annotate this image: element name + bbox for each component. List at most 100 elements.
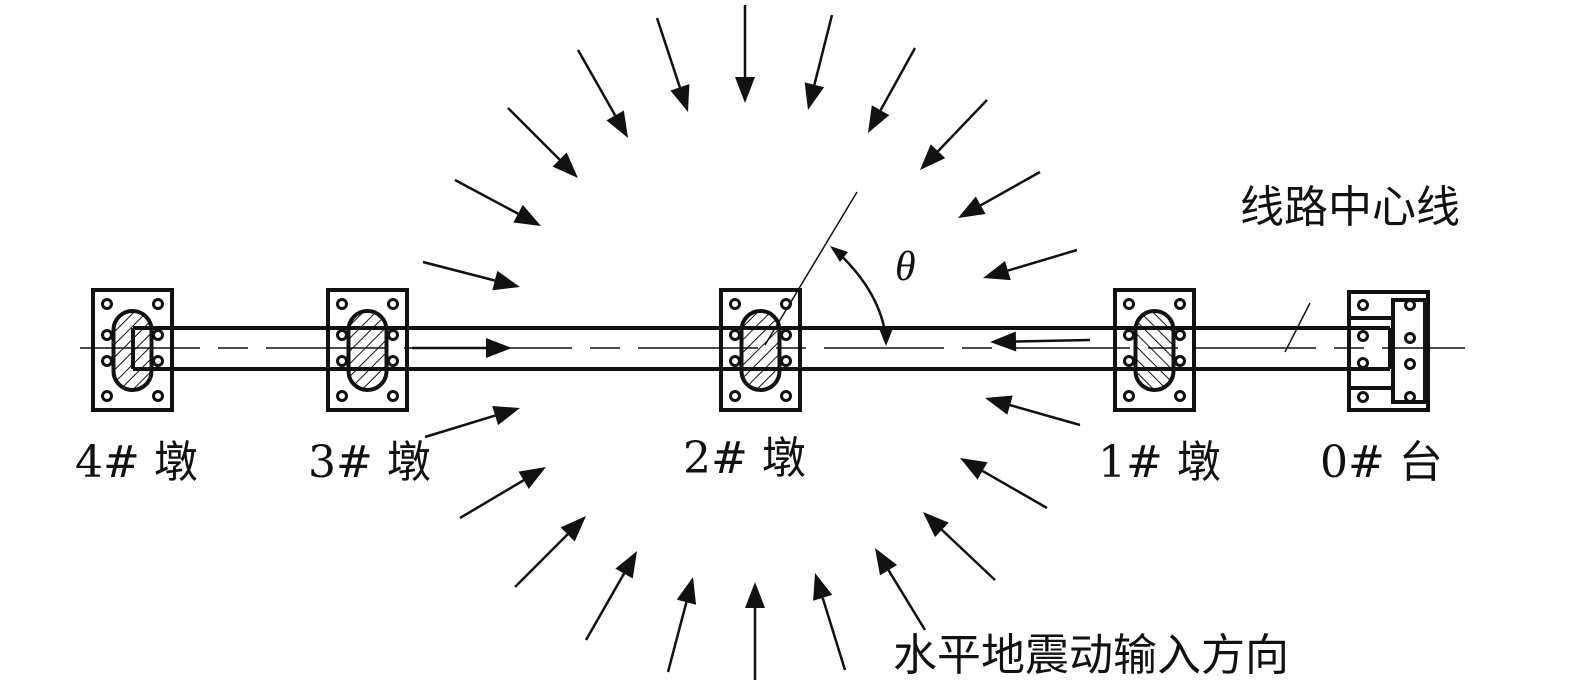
arrow-head-icon (958, 196, 986, 218)
bolt-hole (1404, 391, 1416, 403)
bolt-hole (780, 390, 792, 402)
bolt-hole (780, 329, 792, 341)
seismic-input-arrows (412, 5, 1091, 680)
arrow (422, 260, 520, 291)
pier-1-label: 1# 墩 (1098, 437, 1221, 488)
arrow-head-icon (990, 331, 1017, 352)
arrow (813, 573, 847, 671)
arrow-shaft (576, 49, 617, 117)
pier-column-section (739, 309, 782, 392)
angle-indicator (764, 191, 894, 346)
arrow (666, 577, 697, 673)
bolt-hole (1174, 329, 1186, 341)
pier-3-label: 3# 墩 (308, 437, 431, 488)
input-direction-label: 水平地震动输入方向 (893, 630, 1289, 681)
pier-column-section (1133, 309, 1176, 392)
arrow-head-icon (486, 338, 512, 358)
bolt-hole (1123, 390, 1135, 402)
pier-column-section (346, 309, 389, 392)
bolt-hole (336, 355, 348, 367)
arrow-shaft (584, 572, 626, 641)
bolt-hole (152, 298, 164, 310)
piers-layer (91, 288, 1430, 412)
bolt-hole (336, 390, 348, 402)
bolt-hole (101, 355, 113, 367)
pier-2-label: 2# 墩 (683, 433, 806, 484)
arrow-head-icon (518, 467, 546, 489)
arrow (958, 170, 1041, 218)
arrow-head-icon (606, 110, 628, 138)
bolt-hole (1357, 391, 1369, 403)
angle-theta-label: θ (895, 244, 916, 290)
bolt-hole (1357, 330, 1369, 342)
arrow-shaft (454, 178, 519, 215)
arrow (735, 5, 755, 103)
bolt-hole (152, 355, 164, 367)
bolt-hole (387, 390, 399, 402)
arrow (424, 406, 520, 439)
bolt-hole (152, 329, 164, 341)
arrow-shaft (887, 569, 927, 631)
arrow-shaft (507, 107, 561, 161)
bolt-hole (1404, 358, 1416, 370)
arrow-head-icon (552, 152, 578, 178)
pier-3 (326, 288, 409, 412)
bolt-hole (1404, 299, 1416, 311)
arrow-head-icon (868, 105, 890, 133)
arrow-head-icon (875, 548, 898, 576)
bolt-hole (101, 390, 113, 402)
arrow (576, 49, 628, 138)
bolt-hole (101, 298, 113, 310)
bolt-hole (1174, 355, 1186, 367)
arrow-shaft (813, 14, 834, 86)
bolt-hole (1357, 357, 1369, 369)
bolt-hole (729, 329, 741, 341)
arrow-shaft (422, 260, 496, 282)
abutment-0 (1347, 290, 1430, 412)
bolt-hole (1404, 332, 1416, 344)
arrow-head-icon (670, 84, 690, 112)
arrow-shaft (1007, 248, 1078, 272)
bolt-hole (101, 329, 113, 341)
arrow (412, 338, 512, 358)
arrow (507, 107, 578, 178)
arrow (960, 458, 1048, 510)
arrow-head-icon (920, 144, 946, 170)
pier-2 (719, 288, 802, 412)
arrow-shaft (937, 99, 988, 153)
arrow-head-icon (492, 406, 520, 426)
bridge-deck (131, 326, 1392, 371)
arrow (875, 548, 927, 631)
arrow (868, 47, 917, 133)
arrow (584, 551, 637, 641)
arrow-shaft (666, 601, 688, 673)
arrow (655, 17, 690, 112)
arrow-head-icon (492, 270, 520, 291)
arrow-head-icon (513, 204, 541, 226)
arrow-head-icon (804, 82, 825, 110)
arrow-shaft (459, 479, 525, 520)
bolt-hole (729, 298, 741, 310)
arrow-shaft (980, 170, 1041, 207)
arrow-shaft (941, 528, 996, 581)
arrow (983, 248, 1078, 281)
arrow (514, 516, 586, 588)
arrow (745, 582, 765, 680)
arrow-shaft (424, 414, 496, 439)
bolt-hole (729, 355, 741, 367)
bolt-hole (1174, 390, 1186, 402)
bolt-hole (780, 355, 792, 367)
arrow-head-icon (735, 77, 755, 103)
bolt-hole (729, 390, 741, 402)
arrow (804, 14, 834, 110)
arrow (923, 512, 996, 581)
arrow (454, 178, 541, 226)
arrow (920, 99, 988, 170)
arrow (990, 331, 1091, 352)
arrow-head-icon (615, 551, 637, 579)
bolt-hole (336, 329, 348, 341)
bolt-hole (152, 390, 164, 402)
arrow-shaft (514, 533, 569, 588)
arrow-head-icon (745, 582, 765, 608)
